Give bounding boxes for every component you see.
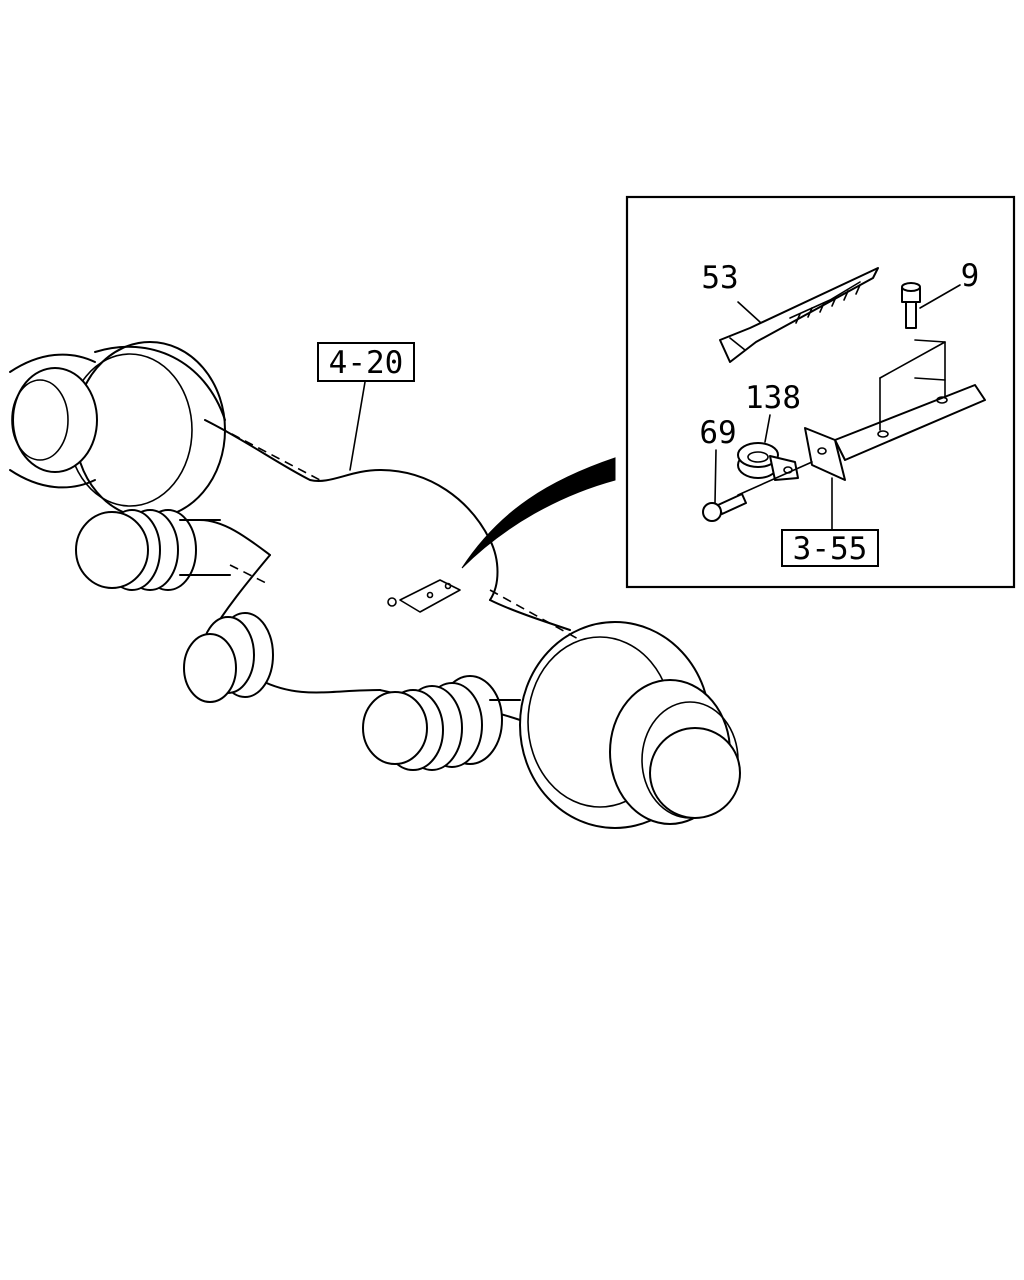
detail-frame	[625, 195, 1016, 589]
middle-left-wheel-end	[183, 612, 274, 703]
front-right-wheel-end	[362, 675, 521, 771]
callout-assembly-ref: 4-20	[317, 342, 415, 471]
part-138-label: 138	[745, 380, 801, 416]
right-hub-drum	[519, 621, 741, 829]
centerline-front	[229, 564, 271, 586]
part-69-screw: 69	[699, 415, 813, 522]
front-left-wheel-end	[75, 509, 231, 591]
centerline-right	[489, 589, 581, 641]
left-hub-drum	[9, 341, 226, 519]
detail-inset: 53 9 3-55	[625, 195, 1016, 589]
bracket-ref-label: 3-55	[793, 531, 868, 567]
part-9-label: 9	[961, 258, 980, 294]
centerline-left	[204, 419, 321, 481]
part-53-label: 53	[701, 260, 738, 296]
part-69-label: 69	[699, 415, 736, 451]
assembly-ref-label: 4-20	[329, 345, 404, 381]
part-138-clip: 138	[737, 380, 801, 481]
part-53-cable-tie: 53	[701, 260, 879, 363]
axle-housing	[9, 341, 741, 829]
part-3-55-bracket: 3-55	[781, 339, 986, 567]
detail-leader-wedge	[461, 457, 616, 569]
part-9-bolt: 9	[901, 258, 980, 329]
bracket-on-housing	[387, 579, 461, 613]
